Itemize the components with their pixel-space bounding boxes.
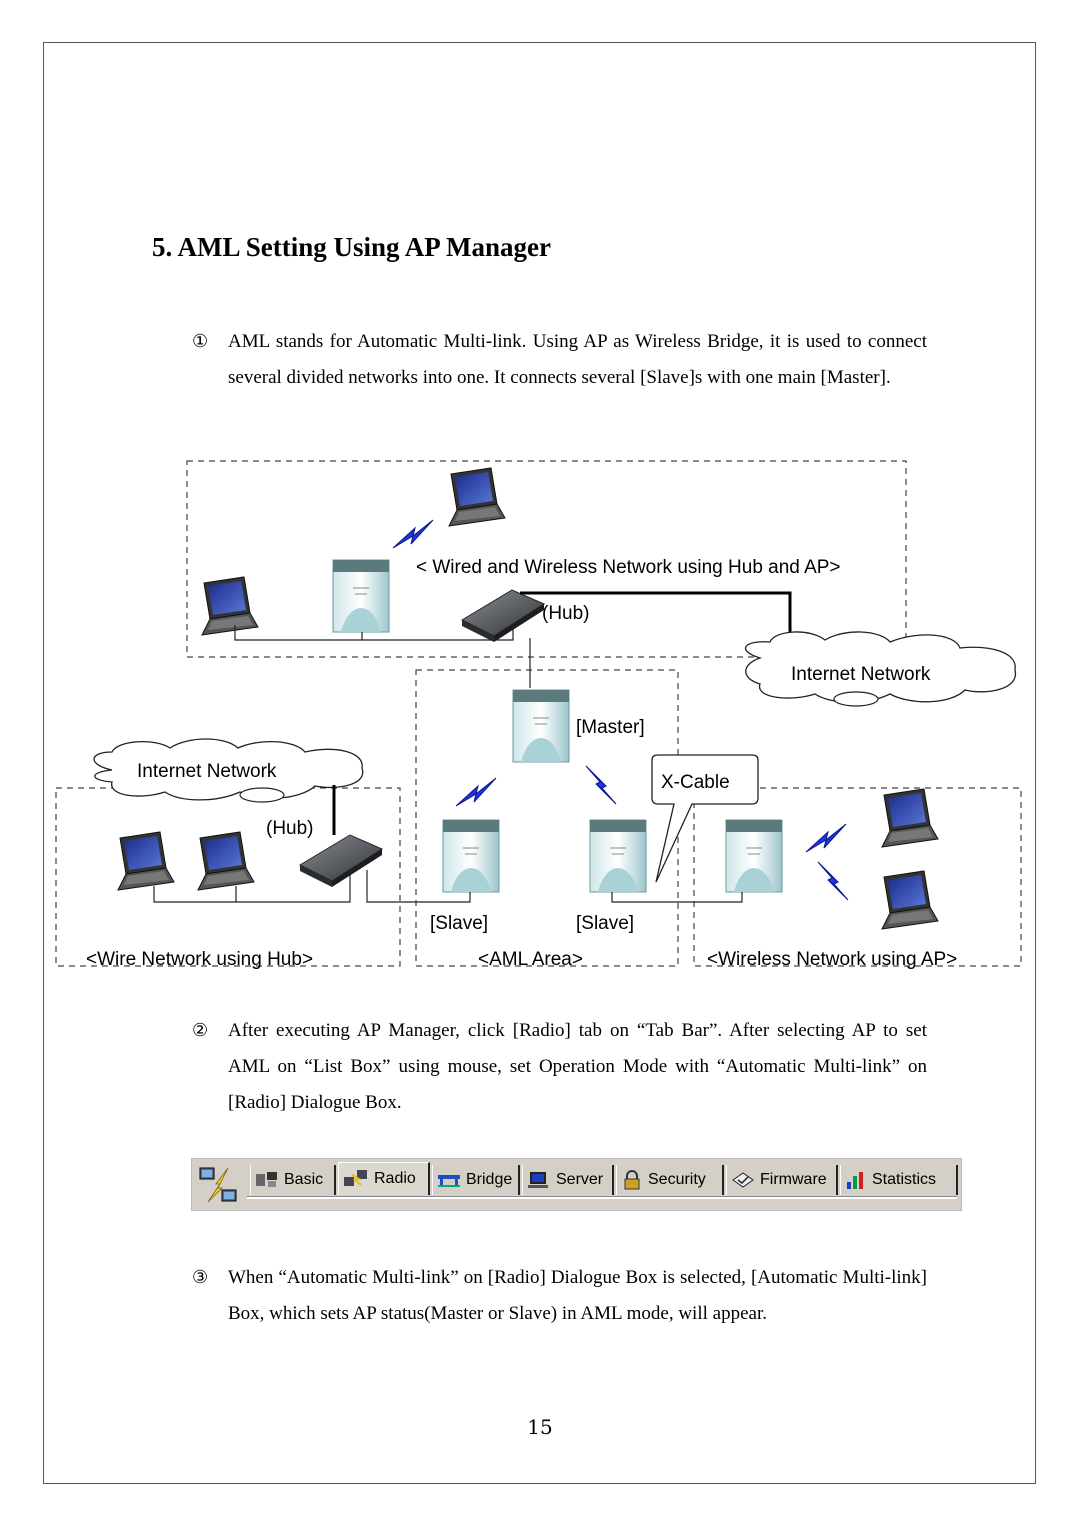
- paragraph-3-number: ③: [192, 1267, 209, 1288]
- bridge-icon: [438, 1175, 460, 1187]
- basic-icon: [256, 1172, 277, 1187]
- tab-bridge[interactable]: Bridge: [432, 1165, 520, 1195]
- tab-radio-label: Radio: [374, 1170, 416, 1187]
- tab-server[interactable]: Server: [522, 1165, 614, 1195]
- ap-manager-app-icon[interactable]: [198, 1164, 240, 1206]
- page-frame: [43, 42, 1036, 1484]
- page-number: 15: [527, 1415, 553, 1439]
- tab-server-label: Server: [556, 1171, 604, 1188]
- paragraph-1: ① AML stands for Automatic Multi-link. U…: [192, 324, 927, 396]
- security-icon: [624, 1170, 640, 1190]
- server-icon: [528, 1172, 548, 1188]
- paragraph-1-number: ①: [192, 331, 209, 352]
- tab-basic[interactable]: Basic: [250, 1165, 336, 1195]
- tab-firmware-label: Firmware: [760, 1171, 827, 1188]
- statistics-icon: [847, 1172, 863, 1189]
- tab-security-label: Security: [648, 1171, 706, 1188]
- paragraph-1-text: AML stands for Automatic Multi-link. Usi…: [228, 331, 927, 388]
- radio-icon: [344, 1170, 367, 1186]
- tab-firmware[interactable]: Firmware: [726, 1165, 838, 1195]
- firmware-icon: [732, 1172, 754, 1188]
- ap-manager-tab-bar: Basic Radio Bridge Server Security Fi: [191, 1158, 962, 1211]
- paragraph-3-text: When “Automatic Multi-link” on [Radio] D…: [228, 1267, 927, 1324]
- tab-basic-label: Basic: [284, 1171, 324, 1188]
- tab-statistics[interactable]: Statistics: [840, 1165, 958, 1195]
- tab-statistics-label: Statistics: [872, 1171, 937, 1188]
- paragraph-2-number: ②: [192, 1020, 209, 1041]
- paragraph-2: ② After executing AP Manager, click [Rad…: [192, 1013, 927, 1121]
- section-heading: 5. AML Setting Using AP Manager: [152, 232, 552, 262]
- tab-radio[interactable]: Radio: [338, 1162, 430, 1195]
- paragraph-3: ③ When “Automatic Multi-link” on [Radio]…: [192, 1260, 927, 1332]
- paragraph-2-text: After executing AP Manager, click [Radio…: [228, 1020, 927, 1113]
- tab-security[interactable]: Security: [616, 1165, 724, 1195]
- tab-bridge-label: Bridge: [466, 1171, 513, 1188]
